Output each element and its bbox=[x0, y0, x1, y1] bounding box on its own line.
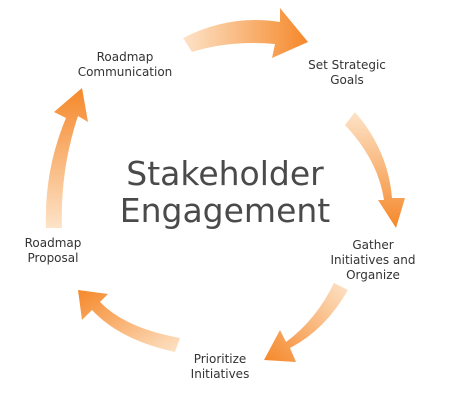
center-title-line-2: Engagement bbox=[119, 191, 331, 230]
step-label-line: Initiatives bbox=[190, 367, 250, 381]
arrow-left bbox=[45, 88, 88, 228]
step-label-line: Goals bbox=[330, 73, 364, 87]
step-label-line: Proposal bbox=[27, 251, 79, 265]
step-gather-initiatives: Gather Initiatives and Organize bbox=[318, 238, 428, 283]
arrow-top bbox=[183, 8, 308, 58]
step-label-line: Roadmap bbox=[24, 236, 82, 250]
step-roadmap-proposal: Roadmap Proposal bbox=[8, 236, 98, 266]
center-title-line-1: Stakeholder bbox=[126, 154, 324, 193]
step-roadmap-communication: Roadmap Communication bbox=[60, 50, 190, 80]
arrow-bottom-left bbox=[78, 290, 180, 352]
step-label-line: Roadmap bbox=[96, 50, 154, 64]
arrow-bottom-right bbox=[264, 283, 348, 362]
center-title: Stakeholder Engagement bbox=[95, 155, 355, 229]
step-set-strategic-goals: Set Strategic Goals bbox=[292, 58, 402, 88]
arrow-right bbox=[345, 112, 405, 228]
step-label-line: Initiatives and bbox=[330, 253, 416, 267]
step-label-line: Prioritize bbox=[193, 352, 247, 366]
step-label-line: Communication bbox=[77, 65, 173, 79]
step-label-line: Gather bbox=[352, 238, 394, 252]
step-label-line: Set Strategic bbox=[308, 58, 386, 72]
step-prioritize-initiatives: Prioritize Initiatives bbox=[160, 352, 280, 382]
step-label-line: Organize bbox=[346, 268, 400, 282]
